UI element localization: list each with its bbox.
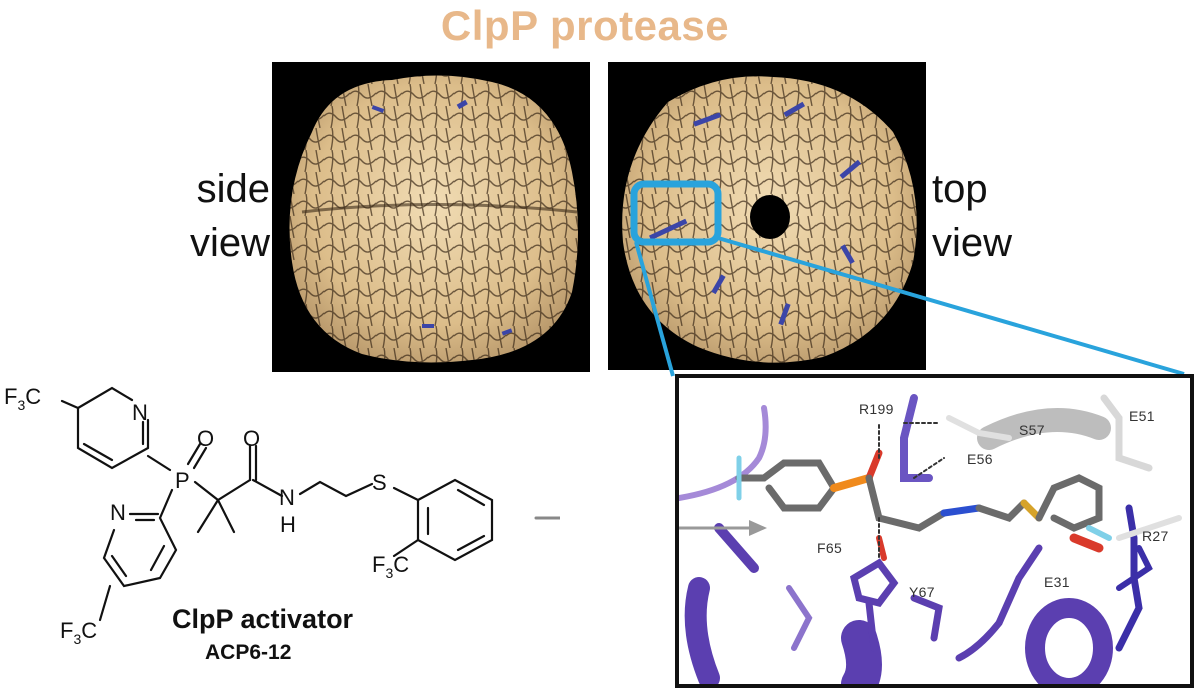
- protein-surface-side-image: [289, 75, 578, 363]
- residue-label-f65: F65: [817, 540, 843, 556]
- pyridine-n-bottom: N: [110, 500, 126, 525]
- side-view-label-line1: side: [196, 167, 270, 211]
- pyridine-n-top: N: [132, 400, 148, 425]
- side-view-panel: [272, 62, 590, 372]
- top-view-label-line1: top: [932, 167, 988, 211]
- cf3-group-bottom: F3C: [60, 618, 97, 647]
- amide-h: H: [280, 512, 296, 537]
- side-view-label: side view: [178, 162, 270, 270]
- phosphoryl-oxygen: O: [197, 426, 214, 451]
- cf3-group-top: F3C: [4, 384, 41, 413]
- top-view-label: top view: [932, 162, 1032, 270]
- residue-label-e56: E56: [967, 451, 993, 467]
- residue-label-r199: R199: [859, 401, 894, 417]
- carbonyl-oxygen: O: [243, 426, 260, 451]
- phosphorus-atom: P: [175, 468, 190, 493]
- residue-label-r27: R27: [1142, 528, 1169, 544]
- arrow-head: [749, 520, 767, 536]
- protein-surface-top-image: [622, 76, 917, 363]
- residue-label-e31: E31: [1044, 574, 1070, 590]
- binding-site-detail-panel: R199 S57 E51 E56 F65 Y67 E31 R27: [675, 374, 1194, 688]
- thioether-s: S: [372, 470, 387, 495]
- cf3-group-right: F3C: [372, 552, 409, 581]
- residue-label-s57: S57: [1019, 422, 1045, 438]
- residue-label-y67: Y67: [909, 584, 935, 600]
- molecule-name: ClpP activator: [172, 604, 354, 634]
- binding-site-render: [679, 394, 1182, 684]
- amide-n: N: [279, 485, 295, 510]
- molecule-id: ACP6-12: [205, 641, 292, 664]
- top-view-label-line2: view: [932, 221, 1013, 265]
- chemical-structure: F3C N P O O N H S N F3C F3C: [4, 384, 560, 647]
- figure-title: ClpP protease: [440, 2, 730, 49]
- residue-label-e51: E51: [1129, 408, 1155, 424]
- top-view-panel: [608, 62, 926, 370]
- side-view-label-line2: view: [189, 221, 270, 265]
